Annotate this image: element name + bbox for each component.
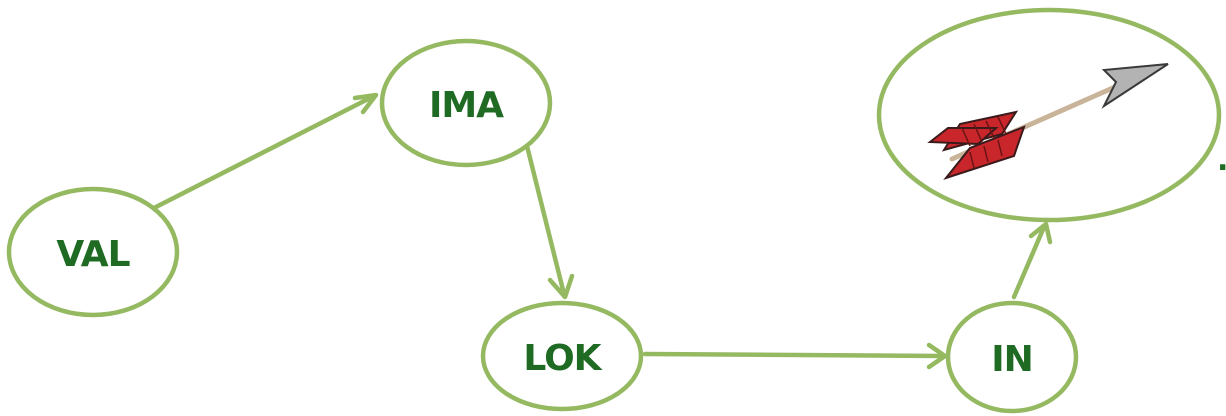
edge-lok-to-in xyxy=(642,342,948,370)
edge-val-to-ima xyxy=(149,92,379,212)
trailing-dot: . xyxy=(1217,143,1226,178)
node-goal xyxy=(876,7,1222,223)
edge-ima-to-lok xyxy=(523,139,575,300)
node-val: VAL xyxy=(6,186,180,318)
node-lok: LOK xyxy=(480,300,644,412)
node-val-label: VAL xyxy=(56,234,129,275)
node-ima: IMA xyxy=(379,38,553,168)
edge-in-to-goal xyxy=(1011,221,1053,300)
node-in: IN xyxy=(945,300,1079,414)
node-lok-label: LOK xyxy=(523,338,602,379)
arrow-icon xyxy=(927,63,1169,180)
node-in-label: IN xyxy=(991,339,1033,380)
node-ima-label: IMA xyxy=(429,85,504,126)
